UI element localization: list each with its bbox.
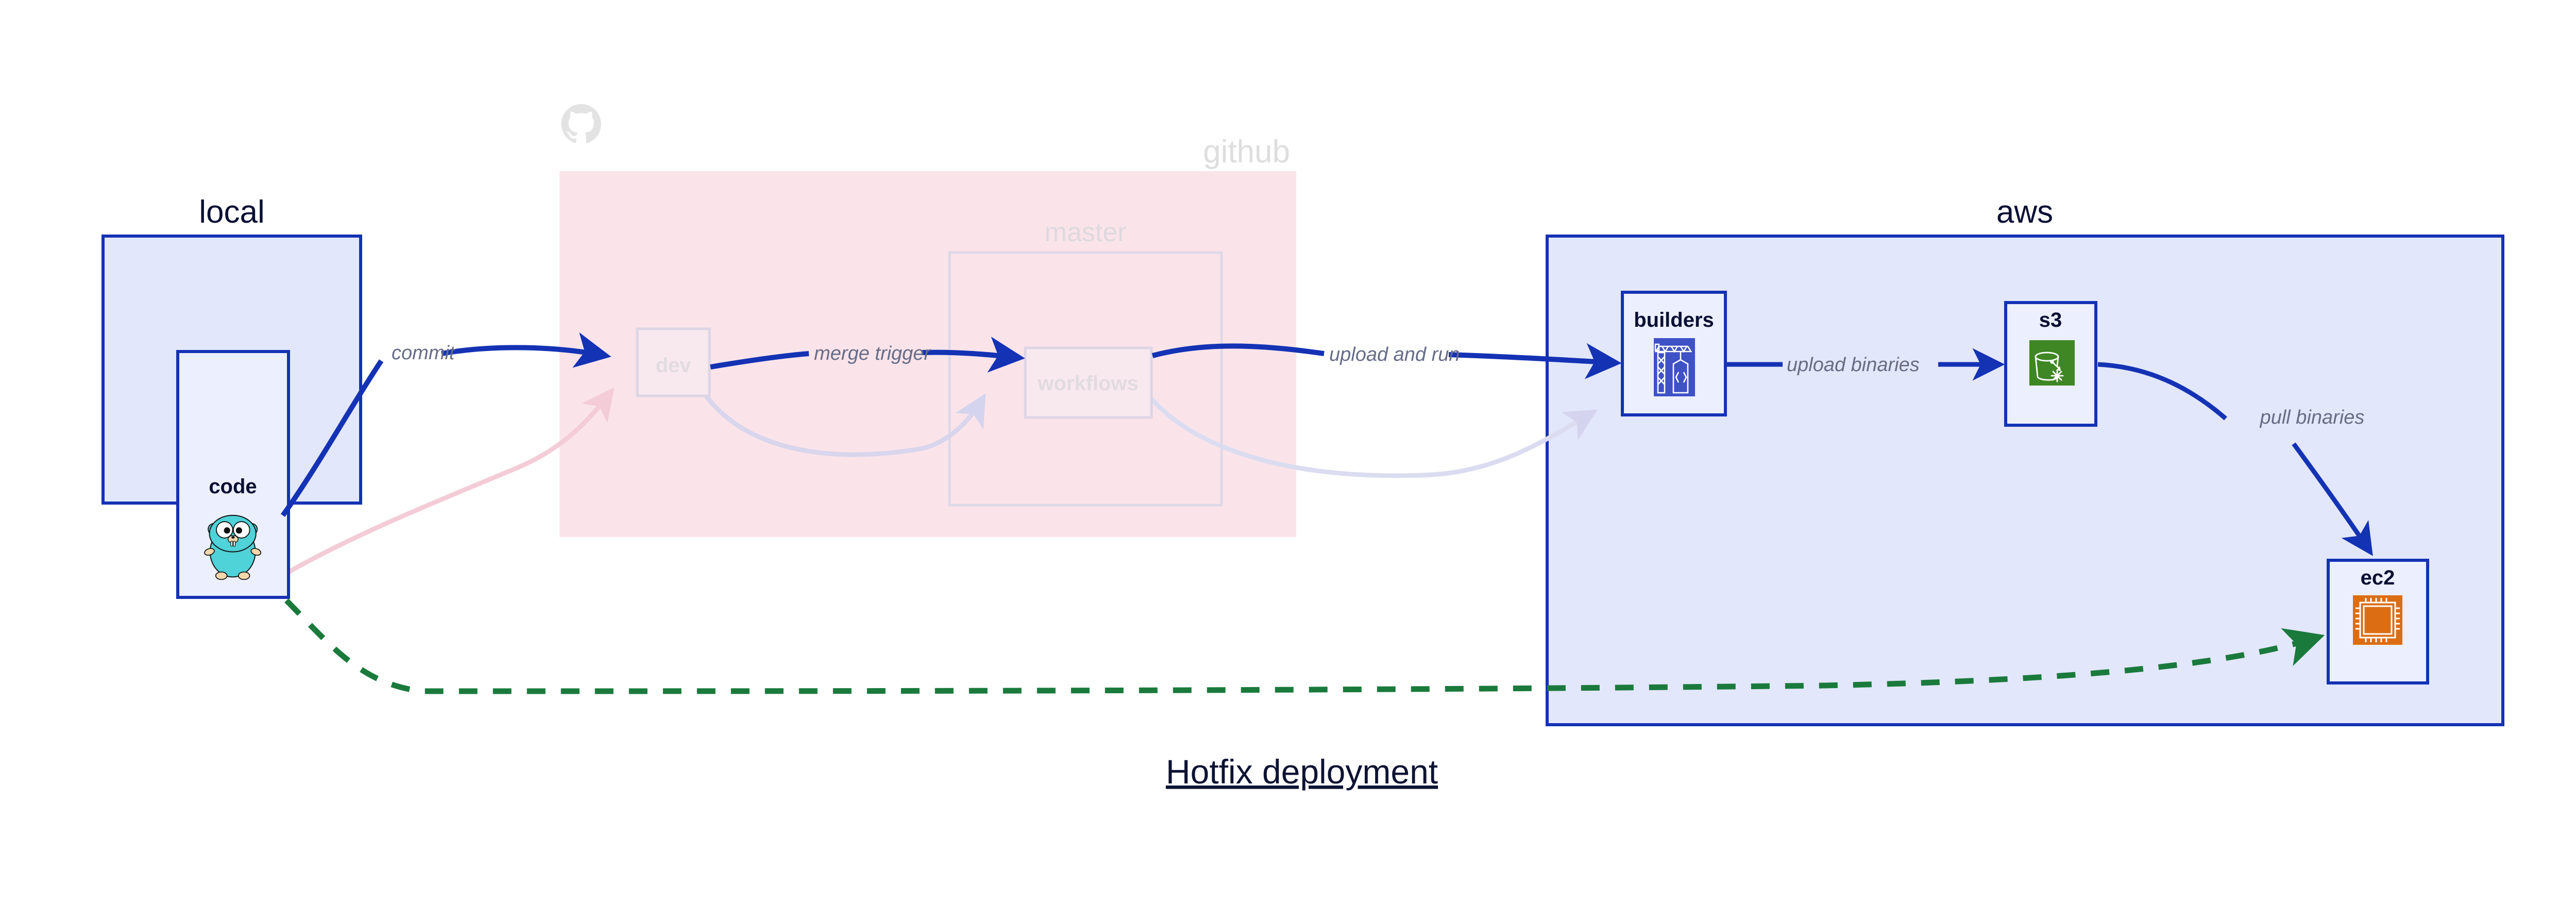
node-code-label: code [209,475,257,498]
node-ec2-body [2327,559,2429,684]
diagram-title-group: Hotfix deployment [1166,753,1438,791]
edge-faded-code-dev [287,387,615,574]
node-dev-body [636,327,711,397]
edge-hotfix-direct[interactable] [284,598,2325,694]
edge-faded-workflows-builders [1148,396,1598,478]
node-builders-label: builders [1634,309,1714,331]
container-github-label: github [1203,134,1290,170]
edge-faded-dev-workflows [694,380,986,457]
node-workflows-body [1024,346,1153,419]
node-code[interactable]: code [176,350,290,599]
node-ec2[interactable]: ec2 [2327,559,2429,684]
container-github[interactable]: github [560,104,1296,537]
group-master[interactable]: master [948,218,1223,507]
group-master-body [948,251,1223,507]
node-workflows-label: workflows [1037,372,1139,395]
edge-commit[interactable]: commit [280,332,612,517]
go-gopher-icon [204,514,262,580]
node-dev[interactable]: dev [636,327,711,397]
node-dev-label: dev [656,354,692,377]
container-aws-label: aws [1996,194,2053,230]
group-master-label: master [1045,218,1127,247]
edge-merge-trigger[interactable]: merge trigger [710,337,1025,373]
edge-upload-binaries-label: upload binaries [1787,354,1920,376]
node-builders[interactable]: builders [1621,291,1727,416]
edge-pull-binaries[interactable]: pull binaries [2097,362,2373,556]
edge-upload-and-run-label: upload and run [1329,344,1460,365]
node-workflows[interactable]: workflows [1024,346,1153,419]
node-ec2-label: ec2 [2361,566,2395,589]
s3-bucket-icon [2029,340,2075,386]
node-s3-label: s3 [2039,309,2062,331]
github-octocat-icon [561,104,601,143]
edge-upload-and-run[interactable]: upload and run [1151,343,1622,379]
edge-pull-binaries-label: pull binaries [2260,407,2365,428]
edge-merge-trigger-label: merge trigger [814,343,931,364]
crane-code-icon [1654,338,1695,396]
node-s3[interactable]: s3 [2004,301,2097,427]
container-local-label: local [199,194,265,230]
edge-upload-binaries[interactable]: upload binaries [1727,348,2005,381]
cpu-chip-icon [2353,595,2402,645]
edge-commit-label: commit [392,342,455,364]
page-title: Hotfix deployment [1166,753,1438,791]
